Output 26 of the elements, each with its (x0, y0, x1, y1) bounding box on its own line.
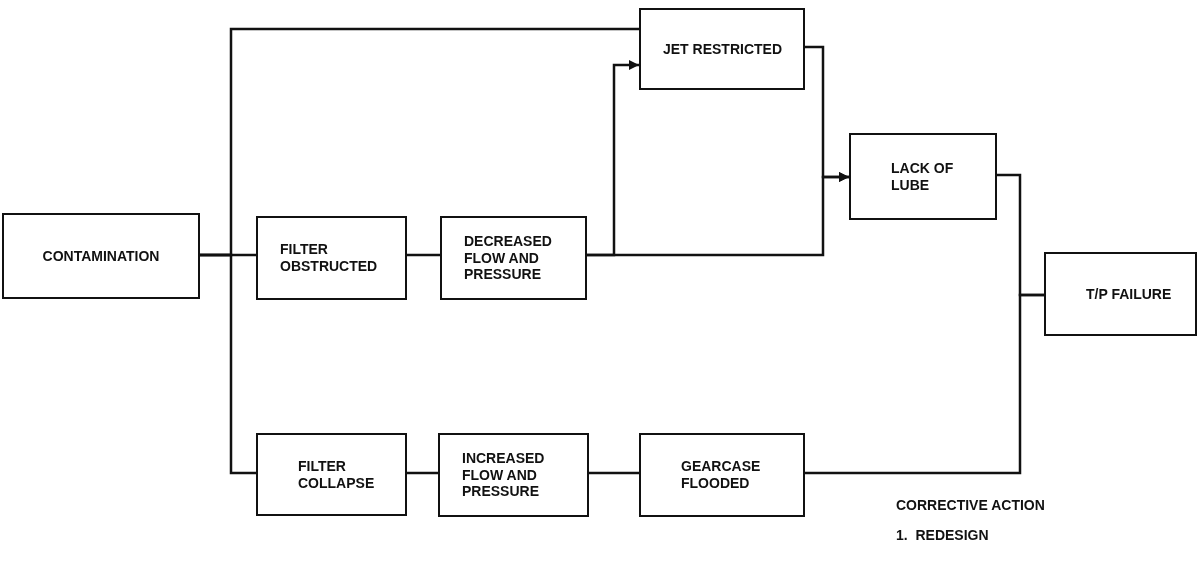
connector-line (589, 471, 639, 475)
connector-line (805, 293, 1044, 475)
connector-line (805, 45, 849, 182)
process-box (438, 433, 589, 517)
box-label: T/P FAILURE (1085, 285, 1173, 303)
box-label: FILTER OBSTRUCTED (279, 241, 379, 275)
process-box (256, 433, 407, 516)
note-text: 1. REDESIGN (896, 527, 989, 543)
box-label: LACK OF LUBE (890, 159, 955, 194)
box-label: JET RESTRICTED (662, 40, 783, 58)
box-label: FILTER COLLAPSE (297, 457, 376, 492)
connector-line (200, 253, 256, 475)
process-box (639, 433, 805, 517)
connector-line (407, 471, 438, 475)
process-box (849, 133, 997, 220)
box-label: GEARCASE FLOODED (680, 458, 762, 492)
process-box (256, 216, 407, 300)
box-label: INCREASED FLOW AND PRESSURE (461, 449, 546, 501)
process-box (639, 8, 805, 90)
note-heading: CORRECTIVE ACTION (896, 497, 1045, 513)
process-box (2, 213, 200, 299)
box-label: DECREASED FLOW AND PRESSURE (463, 232, 553, 284)
process-box (440, 216, 587, 300)
connector-line (407, 253, 440, 257)
process-box (1044, 252, 1197, 336)
box-label: CONTAMINATION (42, 247, 160, 265)
